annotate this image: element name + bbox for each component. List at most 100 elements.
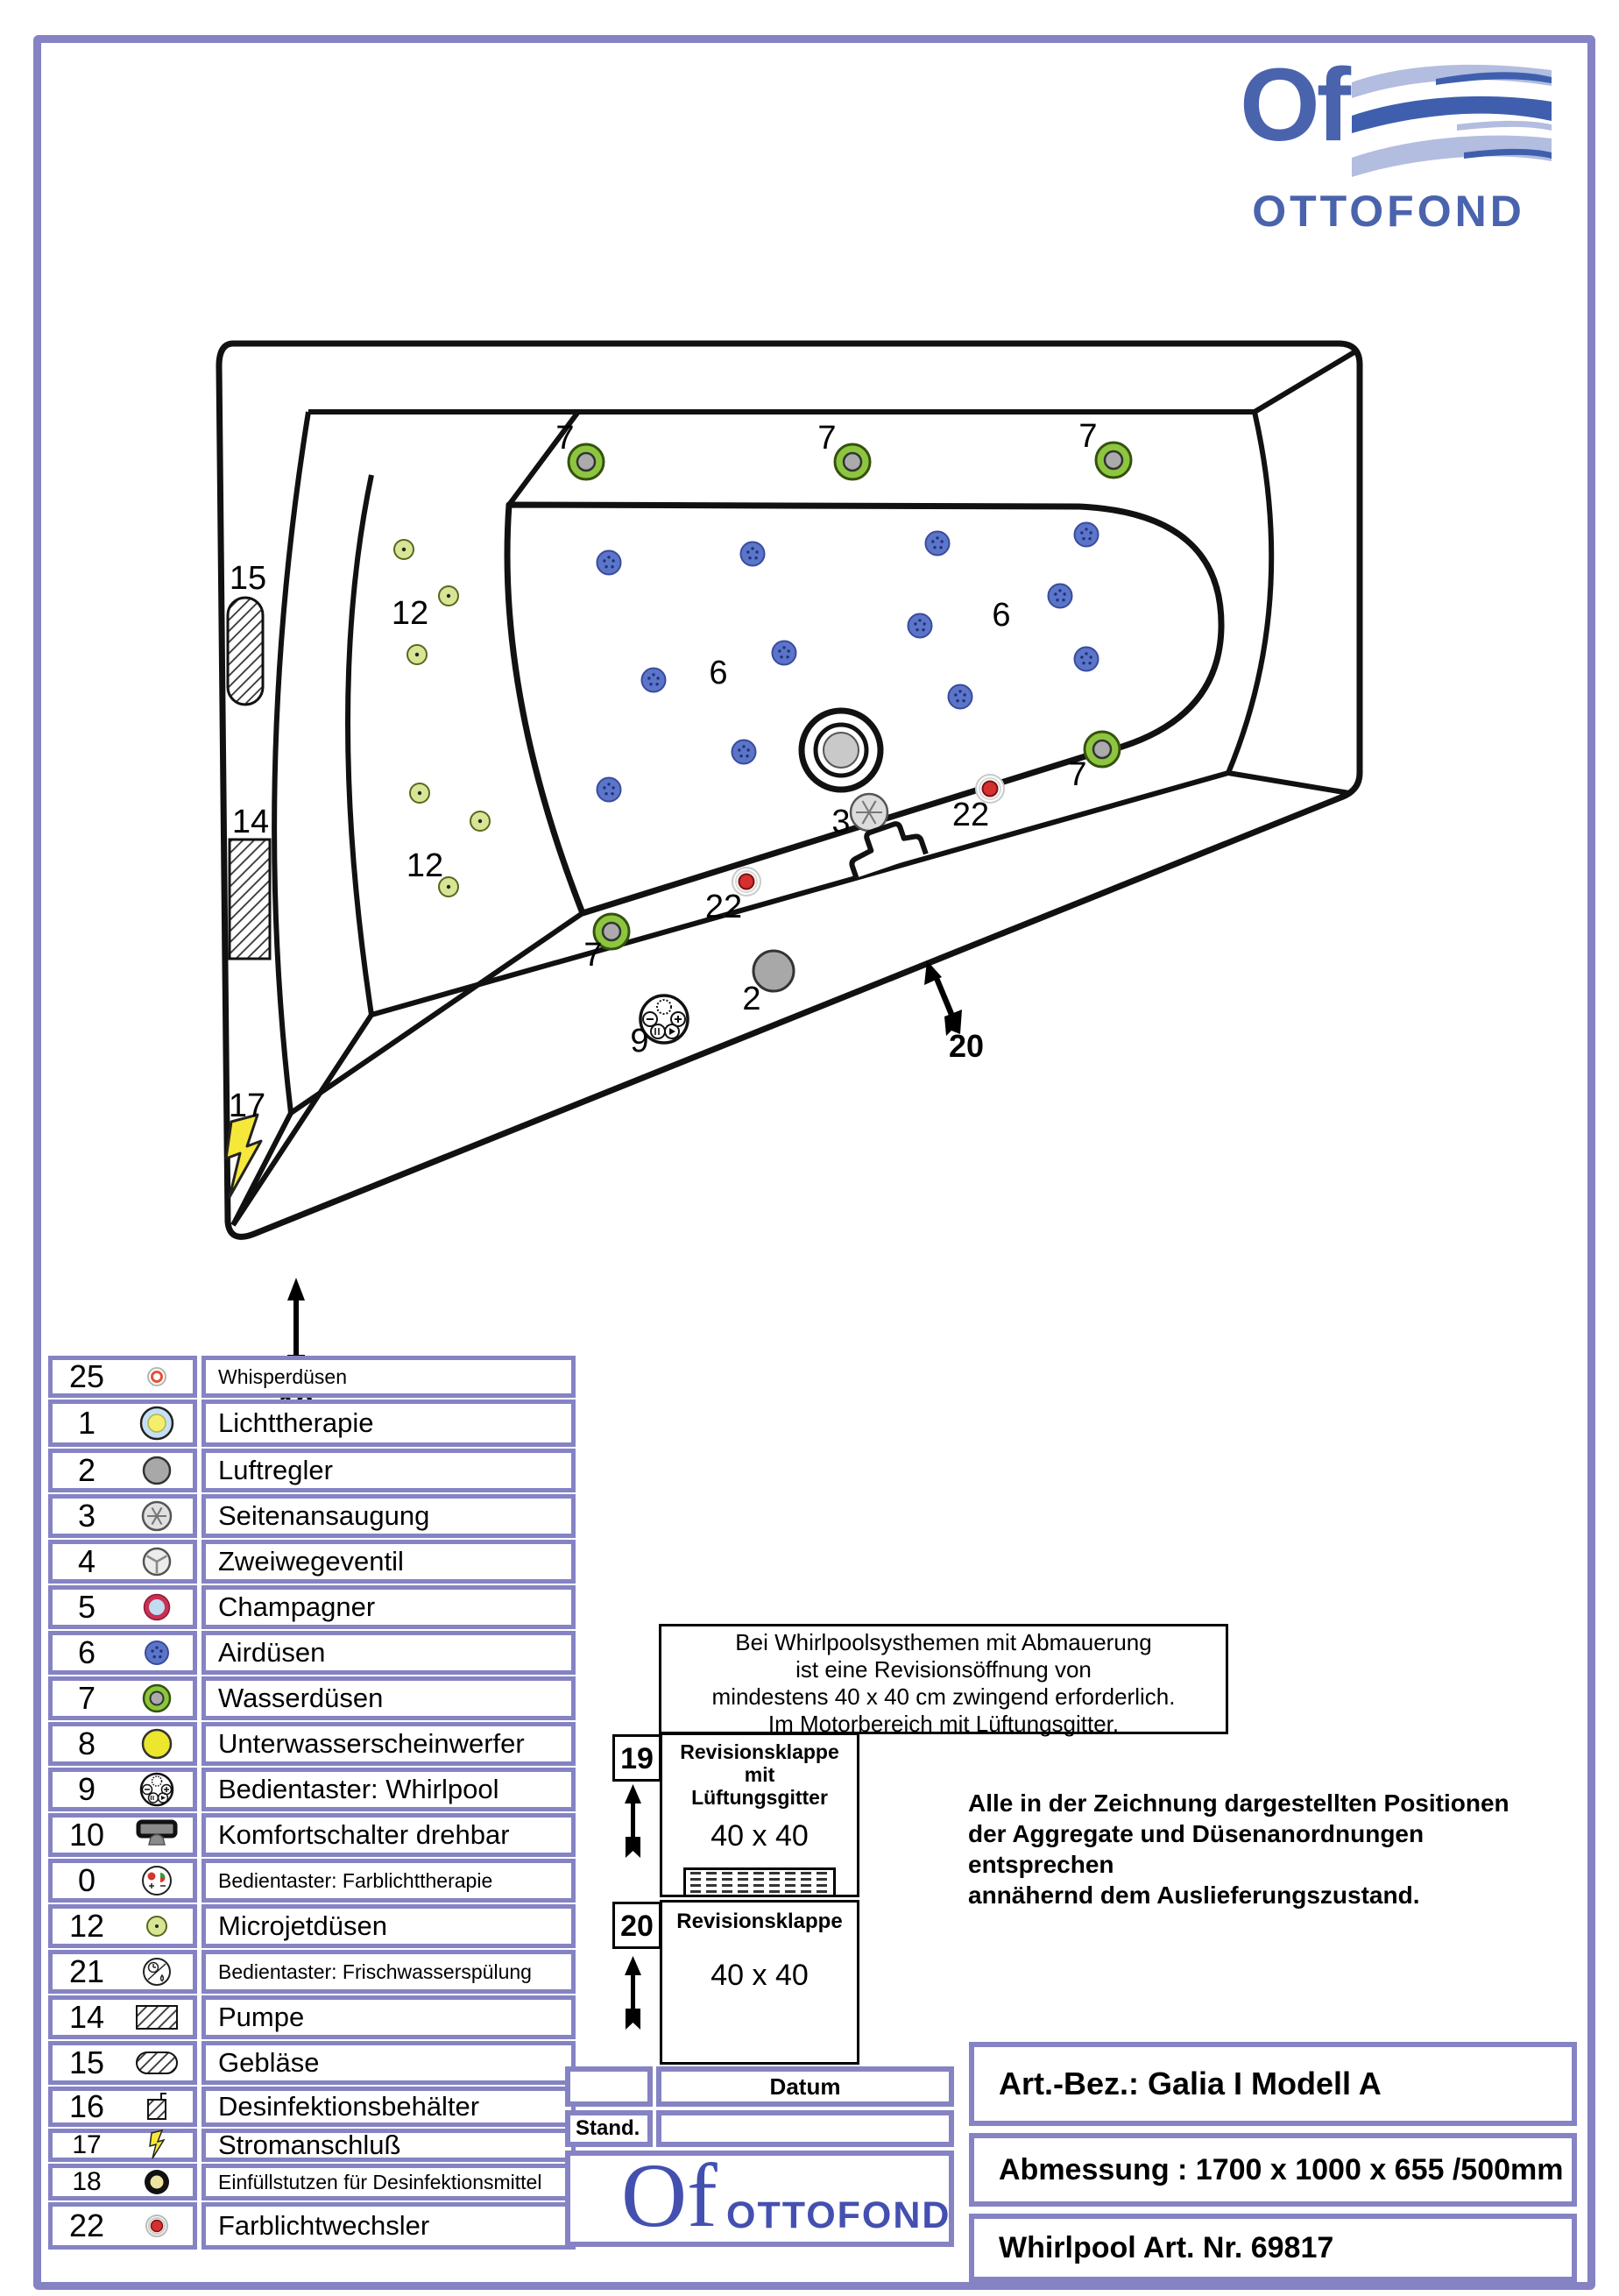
diagram-label-7: 7 — [555, 420, 574, 457]
revision20-box: Revisionsklappe 40 x 40 — [660, 1900, 859, 2065]
legend-row: 14 Pumpe — [48, 1995, 576, 2039]
legend-label: Microjetdüsen — [201, 1904, 576, 1948]
titleblock-article-designation: Art.-Bez.: Galia I Modell A — [969, 2042, 1577, 2126]
side-suction-symbol — [849, 792, 889, 833]
legend-key-cell: 17 — [48, 2129, 197, 2162]
diagram-label-2: 2 — [742, 981, 760, 1017]
legend-label: Farblichtwechsler — [201, 2202, 576, 2250]
footer-logo-brand: OTTOFOND — [726, 2194, 951, 2236]
logo-waves-icon — [1352, 64, 1552, 177]
statement-line: annähernd dem Auslieferungszustand. — [968, 1881, 1420, 1909]
warning-line: Bei Whirlpoolsysthemen mit Abmauerung — [735, 1629, 1152, 1655]
legend-row: 21 Bedientaster: Frischwasserspülung — [48, 1950, 576, 1994]
legend-number: 12 — [68, 1908, 105, 1944]
legend-star-icon — [121, 1497, 193, 1535]
tub-diagram: 1514171212777776632222292019 — [216, 340, 1363, 1423]
legend-number: 15 — [68, 2044, 105, 2080]
ottofond-logo: Of OTTOFOND — [1231, 47, 1564, 241]
legend-bolt-icon — [121, 2126, 193, 2165]
diagram-label-7: 7 — [1068, 756, 1086, 793]
statement-line: der Aggregate und Düsenanordnungen entsp… — [968, 1820, 1425, 1878]
legend-key-cell: 21 — [48, 1950, 197, 1994]
legend-key-cell: 12 — [48, 1904, 197, 1948]
legend-number: 4 — [77, 1543, 96, 1579]
legend-number: 21 — [68, 1953, 105, 1989]
comfort-switch-symbol — [849, 821, 929, 879]
blower-symbol — [226, 596, 265, 706]
legend-key-cell: 22 — [48, 2202, 197, 2250]
tub-rim-lines — [230, 348, 1359, 1227]
color-light-changer — [975, 774, 1005, 804]
legend-label: Wasserdüsen — [201, 1676, 576, 1720]
diagram-label-15: 15 — [230, 560, 266, 597]
water-jet — [1083, 730, 1121, 769]
legend-number: 6 — [77, 1634, 96, 1670]
legend-key-cell: 2 — [48, 1449, 197, 1492]
legend-row: 0 Bedientaster: Farblichttherapie — [48, 1859, 576, 1903]
legend-whisper-icon — [121, 1357, 193, 1396]
whirlpool-button-symbol — [639, 994, 689, 1045]
diagram-label-20: 20 — [949, 1028, 984, 1064]
diagram-label-6: 6 — [709, 655, 727, 691]
legend-row: 3 Seitenansaugung — [48, 1494, 576, 1538]
legend-btnwhirl-icon — [121, 1770, 193, 1809]
legend-number: 2 — [77, 1452, 96, 1488]
legend-key-cell: 7 — [48, 1676, 197, 1720]
legend-key-cell: 14 — [48, 1995, 197, 2039]
water-jet — [567, 443, 605, 481]
drain-symbol — [798, 707, 884, 793]
legend-label: Lichttherapie — [201, 1400, 576, 1447]
air-jet — [1047, 583, 1073, 609]
statement-note: Alle in der Zeichnung dargestellten Posi… — [968, 1788, 1546, 1910]
revision20-title: Revisionsklappe — [676, 1910, 843, 1933]
legend-label: Bedientaster: Whirlpool — [201, 1768, 576, 1811]
legend-row: 16 Desinfektionsbehälter — [48, 2087, 576, 2127]
water-jet — [1094, 441, 1133, 479]
air-jet — [739, 541, 766, 567]
legend-row: 6 Airdüsen — [48, 1631, 576, 1675]
microjet — [470, 811, 491, 832]
legend-row: 5 Champagner — [48, 1585, 576, 1629]
legend-key-cell: 5 — [48, 1585, 197, 1629]
legend-komfort-icon — [121, 1814, 193, 1856]
legend-label: Zweiwegeventil — [201, 1540, 576, 1584]
legend-luft-icon — [121, 1451, 193, 1490]
legend-blower-icon — [121, 2044, 193, 2082]
legend-row: 4 Zweiwegeventil — [48, 1540, 576, 1584]
legend-filler-icon — [121, 2163, 193, 2201]
diagram-label-6: 6 — [992, 597, 1010, 634]
air-jet — [771, 640, 797, 666]
legend-key-cell: 15 — [48, 2041, 197, 2085]
titleblock-stand-value-cell — [656, 2110, 954, 2147]
legend-key-cell: 18 — [48, 2164, 197, 2200]
legend-number: 5 — [77, 1589, 96, 1625]
diagram-label-3: 3 — [831, 804, 850, 840]
page-border-frame — [33, 35, 1595, 2290]
titleblock-article-number: Whirlpool Art. Nr. 69817 — [969, 2214, 1577, 2282]
legend-key-cell: 8 — [48, 1722, 197, 1766]
legend-valve-icon — [121, 1542, 193, 1581]
legend-key-cell: 9 — [48, 1768, 197, 1811]
legend-row: 15 Gebläse — [48, 2041, 576, 2085]
legend-micro-icon — [121, 1907, 193, 1945]
legend-label: Pumpe — [201, 1995, 576, 2039]
legend-row: 1 Lichttherapie — [48, 1400, 576, 1447]
revision19-number: 19 — [612, 1734, 661, 1782]
diagram-label-7: 7 — [817, 420, 836, 457]
diagram-label-22: 22 — [952, 797, 989, 833]
legend-key-cell: 1 — [48, 1400, 197, 1447]
diagram-label-9: 9 — [630, 1023, 648, 1059]
warning-line: ist eine Revisionsöffnung von — [795, 1656, 1092, 1683]
statement-line: Alle in der Zeichnung dargestellten Posi… — [968, 1789, 1509, 1817]
microjet — [393, 539, 414, 560]
air-jet — [924, 530, 951, 556]
titleblock-stand-label: Stand. — [565, 2110, 653, 2147]
titleblock-empty-cell — [565, 2066, 653, 2107]
legend-label: Stromanschluß — [201, 2129, 576, 2162]
titleblock-dimensions: Abmessung : 1700 x 1000 x 655 /500mm — [969, 2133, 1577, 2207]
revision20-number: 20 — [612, 1902, 661, 1949]
legend-number: 0 — [77, 1862, 96, 1898]
air-jet — [596, 549, 622, 576]
